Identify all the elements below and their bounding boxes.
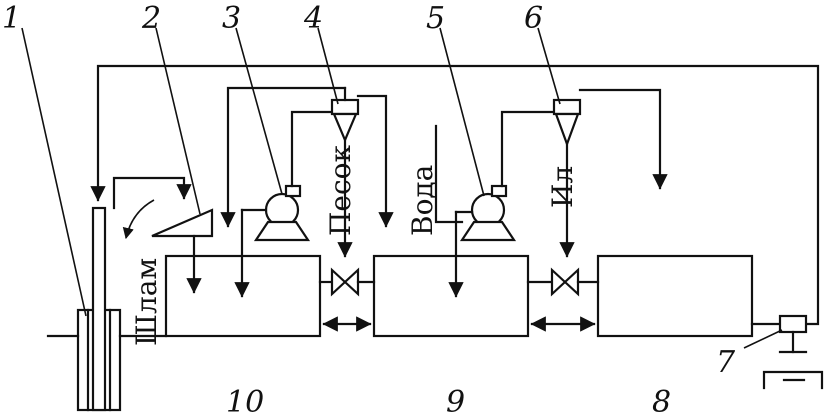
label-voda: Вода <box>406 165 439 236</box>
callout-leaders <box>21 27 783 349</box>
pump-3 <box>234 110 336 298</box>
callout-5: 5 <box>426 1 445 36</box>
well-column <box>46 206 168 412</box>
valve-9-8 <box>526 267 600 297</box>
pump-7 <box>762 314 824 390</box>
hydrocyclone-4 <box>220 86 394 258</box>
tank-9 <box>372 254 530 338</box>
valve-10-9 <box>318 267 376 297</box>
label-shlam: Шлам <box>130 258 163 346</box>
callout-1: 1 <box>2 1 21 36</box>
label-pesok: Песок <box>324 144 357 236</box>
callout-7: 7 <box>716 345 736 380</box>
callout-8: 8 <box>652 385 671 418</box>
vibrating-screen <box>122 199 214 294</box>
callout-4: 4 <box>303 1 323 36</box>
water-inlet-line <box>434 124 464 224</box>
callout-10: 10 <box>226 385 264 418</box>
well-to-screen-line <box>112 176 192 210</box>
callout-2: 2 <box>141 1 161 36</box>
tank-8 <box>596 254 754 338</box>
pump-5 <box>448 110 558 298</box>
label-il: Ил <box>546 166 579 208</box>
return-line <box>90 64 820 326</box>
callout-9: 9 <box>446 385 465 418</box>
callout-6: 6 <box>524 1 543 36</box>
callout-3: 3 <box>222 1 241 36</box>
